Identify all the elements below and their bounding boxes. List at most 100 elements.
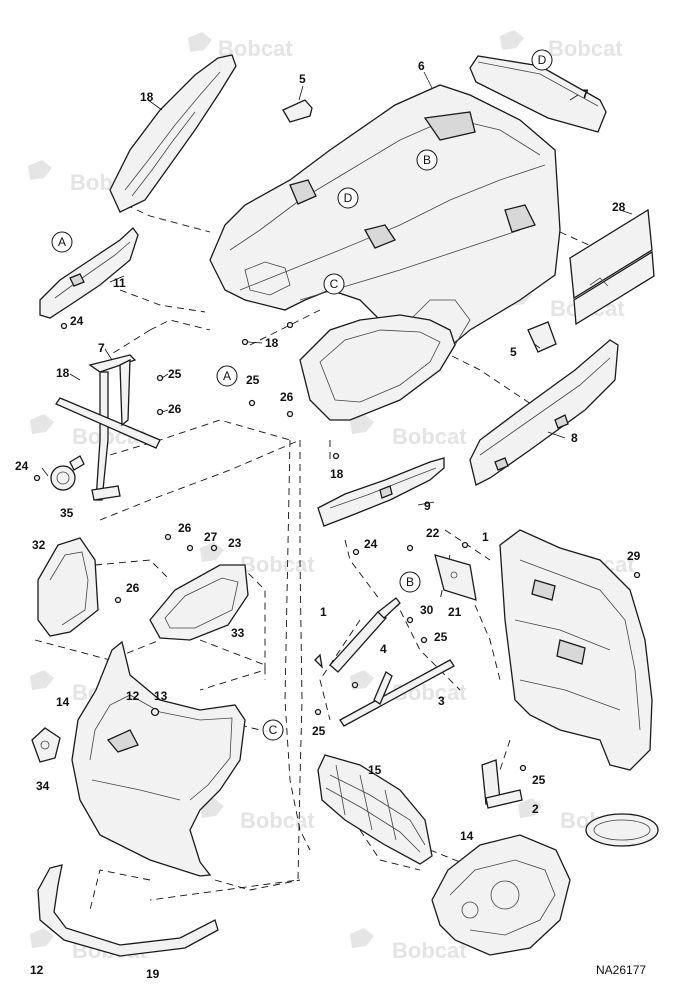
ref-b-top: B bbox=[416, 149, 438, 171]
svg-text:D: D bbox=[344, 191, 353, 205]
svg-text:B: B bbox=[406, 575, 414, 589]
watermark-text: Bobcat bbox=[548, 36, 623, 61]
svg-text:A: A bbox=[223, 369, 231, 383]
panel-part-21 bbox=[469, 55, 607, 133]
svg-text:A: A bbox=[58, 235, 66, 249]
fasteners bbox=[33, 321, 641, 772]
callout-25-right-upper: 25 bbox=[434, 630, 448, 644]
callout-5-lower: 5 bbox=[510, 345, 517, 359]
callout-21: 7 bbox=[582, 87, 589, 101]
callout-12: 12 bbox=[30, 963, 44, 977]
callout-28: 27 bbox=[204, 530, 218, 544]
callout-26-left: 26 bbox=[168, 402, 182, 416]
svg-text:D: D bbox=[538, 53, 547, 67]
callout-6: 6 bbox=[418, 59, 425, 73]
callout-29: 30 bbox=[420, 603, 434, 617]
callout-3: 3 bbox=[438, 694, 445, 708]
bracket-part-20 bbox=[434, 554, 477, 601]
watermark-text: Bobcat bbox=[240, 552, 315, 577]
ref-a-left: A bbox=[51, 231, 73, 253]
watermark-15: Bobcat bbox=[350, 928, 467, 963]
bracket-part-7 bbox=[55, 354, 161, 501]
callout-25-left: 25 bbox=[168, 367, 182, 381]
bar-part-3 bbox=[339, 659, 455, 727]
fascia-part-16 bbox=[71, 640, 246, 877]
watermark-text: Bobcat bbox=[392, 424, 467, 449]
svg-text:C: C bbox=[269, 723, 278, 737]
svg-text:C: C bbox=[330, 277, 339, 291]
callout-1-left: 1 bbox=[320, 605, 327, 619]
grille-part-17 bbox=[317, 754, 433, 865]
ref-b-lower: B bbox=[399, 571, 421, 593]
callout-numbers: 18 5 6 7 11 24 28 7 18 25 26 24 35 18 25… bbox=[15, 59, 641, 981]
latch-part-34 bbox=[31, 727, 61, 763]
callout-15: 14 bbox=[460, 829, 474, 843]
callout-25-bottom: 25 bbox=[312, 724, 326, 738]
callout-19: 19 bbox=[146, 967, 160, 981]
callout-24-right: 24 bbox=[364, 537, 378, 551]
callout-27: 26 bbox=[178, 521, 192, 535]
callout-23: 23 bbox=[228, 536, 242, 550]
callout-33: 33 bbox=[231, 626, 245, 640]
callout-10: 9 bbox=[424, 499, 431, 513]
watermark-text: Bobcat bbox=[392, 938, 467, 963]
callout-1-right: 1 bbox=[482, 530, 489, 544]
pad-part-5-lower bbox=[527, 321, 557, 353]
watermark-8: Bobcat bbox=[200, 542, 315, 577]
hood-part-6 bbox=[209, 84, 561, 361]
callout-32: 32 bbox=[32, 538, 46, 552]
trim-part-9 bbox=[109, 54, 237, 213]
callout-31: 28 bbox=[612, 200, 626, 214]
callout-17: 15 bbox=[368, 763, 382, 777]
svg-text:B: B bbox=[423, 153, 431, 167]
callout-5-upper: 5 bbox=[299, 72, 306, 86]
ref-c-lower: C bbox=[262, 719, 284, 741]
light-part-32 bbox=[37, 537, 99, 637]
engine-part-15 bbox=[431, 834, 571, 956]
panel-part-8 bbox=[469, 339, 619, 486]
strut-part-4 bbox=[329, 597, 401, 673]
callout-25-middle: 25 bbox=[246, 373, 260, 387]
callout-35: 35 bbox=[60, 506, 74, 520]
callout-20: 21 bbox=[448, 605, 462, 619]
trim-part-10 bbox=[317, 457, 445, 527]
callout-13: 12 bbox=[126, 689, 140, 703]
callout-4: 4 bbox=[380, 642, 387, 656]
seal-ring-part-30 bbox=[585, 813, 659, 847]
bracket-part-2 bbox=[481, 759, 523, 809]
watermark-2: Bobcat bbox=[500, 30, 623, 61]
callout-18-middle: 18 bbox=[265, 336, 279, 350]
callout-2: 2 bbox=[532, 802, 539, 816]
callout-34: 34 bbox=[36, 779, 50, 793]
right-frame bbox=[499, 529, 653, 771]
watermark-7: Bobcat bbox=[350, 414, 467, 449]
callout-18-right: 18 bbox=[330, 467, 344, 481]
callout-14: 13 bbox=[154, 689, 168, 703]
seal-strip-part-12 bbox=[37, 864, 219, 957]
callout-9: 18 bbox=[140, 90, 154, 104]
light-part-33 bbox=[149, 564, 249, 641]
callout-25-right-lower: 25 bbox=[532, 773, 546, 787]
callout-leaders bbox=[41, 71, 633, 506]
callout-24-left: 24 bbox=[15, 459, 29, 473]
decal-part-31 bbox=[569, 208, 655, 326]
ref-a-middle: A bbox=[216, 365, 238, 387]
callout-30: 29 bbox=[627, 549, 641, 563]
pad-part-5-upper bbox=[282, 99, 313, 123]
callout-7: 7 bbox=[98, 341, 105, 355]
watermark-text: Bobcat bbox=[240, 808, 315, 833]
ref-d-hood: D bbox=[337, 187, 359, 209]
horn-part-35 bbox=[50, 455, 85, 491]
reference-circles: D B D A C A B C bbox=[51, 49, 553, 741]
ref-d-top: D bbox=[531, 49, 553, 71]
front-frame bbox=[299, 314, 456, 421]
callout-22: 22 bbox=[426, 526, 440, 540]
callout-18-left: 18 bbox=[56, 366, 70, 380]
callout-16: 14 bbox=[56, 695, 70, 709]
callout-8: 8 bbox=[571, 431, 578, 445]
watermark-1: Bobcat bbox=[188, 32, 293, 61]
drawing-code: NA26177 bbox=[596, 963, 646, 977]
callout-24-upper: 24 bbox=[70, 314, 84, 328]
